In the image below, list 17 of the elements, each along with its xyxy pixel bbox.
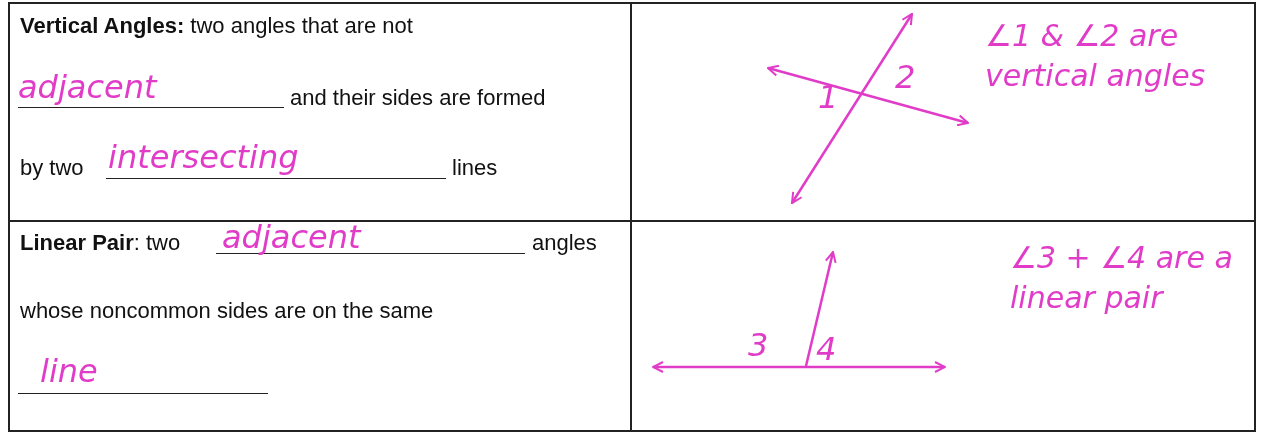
handwritten-answer: line [40, 352, 98, 390]
definition-text: and their sides are formed [290, 84, 546, 112]
definition-text: angles [532, 229, 597, 257]
handwritten-answer: adjacent [18, 68, 157, 106]
handwritten-note: ∠1 & ∠2 are vertical angles [985, 17, 1207, 95]
handwritten-answer: intersecting [108, 138, 299, 176]
angle-number: 3 [748, 326, 769, 364]
angle-number: 4 [816, 330, 837, 368]
definition-text: lines [452, 154, 498, 182]
angle-number: 1 [818, 78, 839, 116]
definition-text: Vertical Angles: two angles that are not [20, 12, 413, 40]
definition-text: whose noncommon sides are on the same [20, 297, 434, 325]
angle-number: 2 [895, 58, 916, 96]
definition-text: Linear Pair: two [20, 229, 181, 257]
definition-text: by two [20, 154, 84, 182]
handwritten-answer: adjacent [222, 218, 361, 256]
handwritten-note: ∠3 + ∠4 are a linear pair [1010, 239, 1234, 317]
